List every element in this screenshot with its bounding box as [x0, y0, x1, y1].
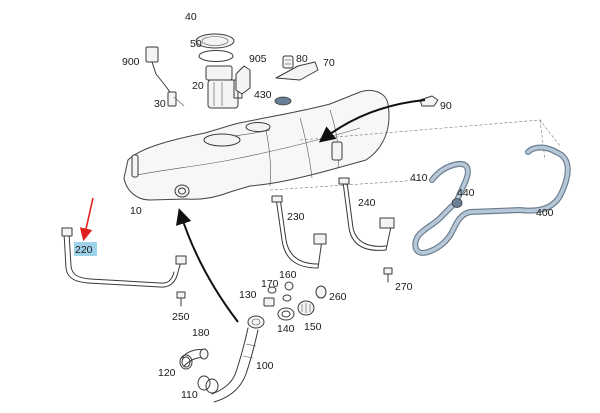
label-part-905: 905: [249, 53, 267, 65]
fuel-pump-module: [195, 33, 243, 109]
label-part-10: 10: [130, 205, 142, 217]
hose-part-180: [181, 348, 209, 367]
label-part-120: 120: [158, 367, 176, 379]
ring-part-170: [267, 286, 277, 294]
label-part-180: 180: [192, 327, 210, 339]
label-part-20: 20: [192, 80, 204, 92]
assembly-arrows: [175, 99, 426, 323]
clip-part-160: [282, 281, 294, 302]
label-part-400: 400: [536, 207, 554, 219]
label-part-80: 80: [296, 53, 308, 65]
pointer-arrow-red: [79, 197, 94, 242]
strap-part-220: [61, 227, 187, 288]
label-part-260: 260: [329, 291, 347, 303]
label-part-220: 220: [75, 244, 93, 256]
strap-part-230: [271, 195, 327, 269]
label-part-430: 430: [254, 89, 272, 101]
nut-part-260: [315, 285, 327, 299]
fuel-tank: [123, 90, 390, 201]
clamp-part-120: [179, 354, 193, 370]
label-part-270: 270: [395, 281, 413, 293]
clip-part-130: [263, 297, 275, 307]
seal-ring-part-50: [198, 50, 234, 62]
seal-part-140: [277, 307, 295, 321]
label-part-240: 240: [358, 197, 376, 209]
label-part-40: 40: [185, 11, 197, 23]
cap-part-80: [282, 55, 294, 69]
cap-part-150: [297, 300, 315, 316]
valve-part-90: [419, 95, 439, 107]
highlight-box-part-220: [74, 242, 97, 256]
label-part-170: 170: [261, 278, 279, 290]
label-part-70: 70: [323, 57, 335, 69]
connector-part-440: [451, 198, 463, 208]
label-part-100: 100: [256, 360, 274, 372]
label-part-130: 130: [239, 289, 257, 301]
label-part-50: 50: [190, 38, 202, 50]
bolt-part-270: [383, 267, 393, 283]
hose-part-400: [412, 144, 571, 256]
label-part-160: 160: [279, 269, 297, 281]
label-part-90: 90: [440, 100, 452, 112]
bolt-part-250: [176, 291, 186, 307]
cover-plate-part-70: [275, 61, 319, 81]
clamp-part-110: [197, 375, 219, 394]
label-part-110: 110: [181, 389, 198, 401]
hose-part-410: [429, 160, 471, 207]
level-sender-part-900: [145, 46, 185, 107]
filler-neck-part-100: [211, 315, 265, 403]
label-part-230: 230: [287, 211, 305, 223]
label-part-440: 440: [457, 187, 475, 199]
bracket-part-905: [235, 65, 251, 95]
label-part-900: 900: [122, 56, 140, 68]
label-part-140: 140: [277, 323, 295, 335]
label-part-410: 410: [410, 172, 428, 184]
label-part-150: 150: [304, 321, 322, 333]
label-part-30: 30: [154, 98, 166, 110]
lock-ring-part-40: [195, 33, 235, 49]
strap-part-240: [338, 177, 395, 251]
part-labels: 40 50 900 905 80 70 20 430 30 90 410 440…: [74, 11, 554, 401]
seal-part-430: [274, 96, 292, 106]
tank-frame-outline: [269, 119, 561, 191]
label-part-250: 250: [172, 311, 190, 323]
